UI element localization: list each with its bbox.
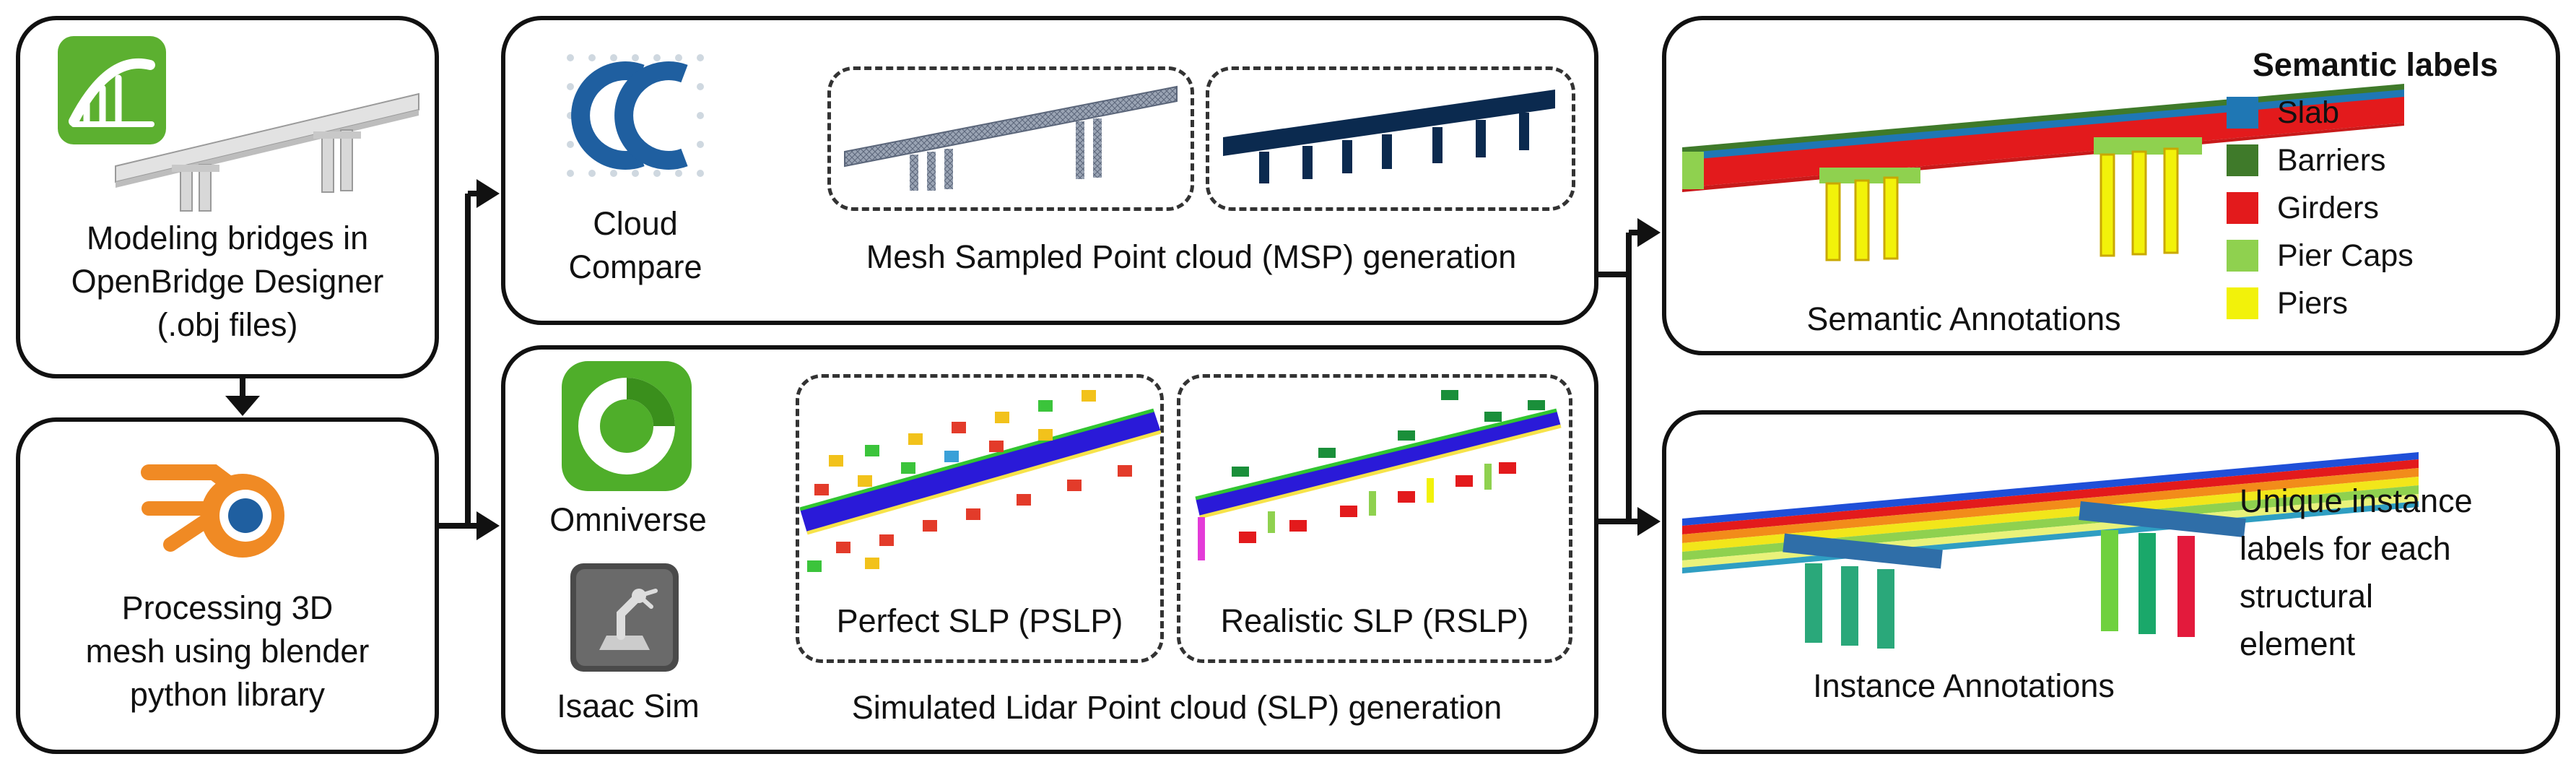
rslp-panel [1177,374,1572,663]
instance-annotation-image [1682,452,2419,649]
legend-label-piers: Piers [2277,286,2348,321]
semantic-legend-title: Semantic labels [2252,46,2499,83]
legend-swatch-piers [2227,287,2258,319]
rslp-label: Realistic SLP (RSLP) [1220,602,1529,639]
legend-item-piers: Piers [2227,282,2544,325]
cloudcompare-label-line-2: Compare [568,248,702,285]
msp-mesh-panel [827,66,1194,211]
instance-note-line-4: element [2240,625,2356,662]
legend-swatch-pier-caps [2227,240,2258,272]
legend-item-slab: Slab [2227,91,2544,134]
bridge-model-image [115,92,419,212]
omniverse-label: Omniverse [549,501,707,538]
instance-note-line-3: structural [2240,578,2374,615]
legend-swatch-barriers [2227,144,2258,176]
legend-item-girders: Girders [2227,186,2544,230]
isaac-sim-icon [570,563,679,672]
processing-caption-line-3: python library [129,676,326,713]
semantic-annotation-image [1682,84,2404,261]
pslp-panel [796,374,1164,663]
processing-caption-line-1: Processing 3D [121,589,334,626]
modeling-caption-line-2: OpenBridge Designer [71,263,384,300]
msp-mesh-image [844,85,1178,191]
legend-swatch-girders [2227,192,2258,224]
pslp-image [800,390,1161,572]
msp-points-panel [1206,66,1575,211]
instance-caption: Instance Annotations [1813,667,2115,704]
legend-item-pier-caps: Pier Caps [2227,234,2544,277]
openbridge-designer-icon [58,36,166,144]
isaac-sim-label: Isaac Sim [557,688,700,724]
legend-label-barriers: Barriers [2277,143,2386,178]
cloudcompare-label-line-1: Cloud [593,205,678,242]
rslp-image [1195,390,1562,560]
modeling-caption-line-3: (.obj files) [157,306,298,343]
instance-note-line-2: labels for each [2240,530,2451,567]
legend-swatch-slab [2227,97,2258,129]
legend-label-pier-caps: Pier Caps [2277,238,2414,273]
instance-note-line-1: Unique instance [2240,482,2473,519]
msp-caption: Mesh Sampled Point cloud (MSP) generatio… [866,238,1517,275]
pslp-label: Perfect SLP (PSLP) [836,602,1123,639]
modeling-caption-line-1: Modeling bridges in [86,220,369,256]
semantic-caption: Semantic Annotations [1806,300,2121,337]
msp-pointcloud-image [1223,90,1555,183]
processing-caption-line-2: mesh using blender [85,633,370,670]
omniverse-icon [562,361,692,491]
legend-label-slab: Slab [2277,95,2340,130]
slp-caption: Simulated Lidar Point cloud (SLP) genera… [851,689,1502,726]
legend-label-girders: Girders [2277,191,2379,225]
blender-icon [141,464,284,558]
legend-item-barriers: Barriers [2227,139,2544,182]
cloudcompare-icon [567,54,704,177]
